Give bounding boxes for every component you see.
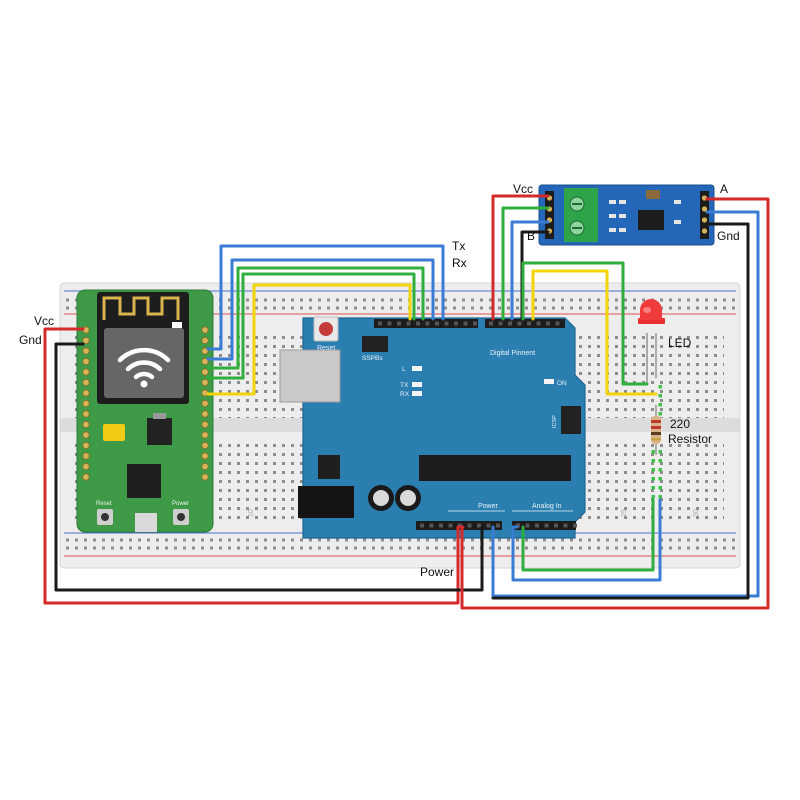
- esp-left-pin: [82, 347, 90, 355]
- esp-right-pin: [201, 368, 209, 376]
- arduino-dc-jack: [298, 486, 354, 518]
- rs485-blue-wire: [510, 220, 550, 321]
- 220-ohm-resistor: [651, 405, 661, 455]
- esp-left-pin: [82, 357, 90, 366]
- esp-left-pin: [82, 431, 90, 439]
- rs485-vcc-wire: [491, 194, 550, 321]
- rs485-green-wire: [501, 206, 550, 321]
- led-green-wire: [521, 261, 649, 386]
- rs485-chip: [638, 210, 664, 230]
- b-module-label: B: [527, 229, 535, 243]
- rs485-right-blue-wire: [491, 210, 760, 598]
- esp-power-label: Power: [172, 501, 189, 507]
- breadboard-active-holes: [651, 385, 662, 499]
- gnd-left-label: Gnd: [19, 333, 42, 347]
- esp-green-wire-1: [206, 266, 425, 370]
- vcc-wire-left: [43, 327, 465, 605]
- esp-right-pin: [201, 420, 209, 429]
- esp-left-pin: [82, 410, 90, 418]
- arduino-uno-board: Reset SSPBs Digital Pinnent Power Analog…: [279, 316, 586, 539]
- a-module-label: A: [720, 182, 728, 196]
- esp-to-arduino-rx-wire: [206, 258, 435, 361]
- esp-regulator: [147, 418, 172, 445]
- power-label: Power: [420, 565, 454, 579]
- rx-label: Rx: [452, 256, 467, 270]
- arduino-reset-label: Reset: [317, 345, 335, 352]
- esp-left-pin: [82, 462, 90, 471]
- icsp-header: [561, 406, 581, 434]
- esp-capacitor: [103, 424, 125, 441]
- esp-left-pin: [82, 399, 90, 408]
- esp-pin-headers: [82, 326, 209, 481]
- atmega-chip: [419, 455, 571, 481]
- power-header-label: Power: [478, 503, 499, 510]
- sspbs-header: [362, 336, 388, 352]
- analog-header-label: Analog In: [532, 503, 562, 510]
- rs485-a-wire: [460, 197, 770, 610]
- rs485-right-pin: [701, 217, 708, 223]
- rs485-gnd-wire: [491, 222, 750, 600]
- esp-right-pin: [201, 378, 209, 387]
- arduino-analog-header: [512, 521, 576, 530]
- esp-right-pin: [201, 452, 209, 460]
- rs485-module: [538, 184, 715, 246]
- esp-right-pin: [201, 473, 209, 481]
- esp-left-pin: [82, 368, 90, 376]
- led-yellow-wire: [531, 269, 658, 396]
- esp-right-pin: [201, 326, 209, 334]
- esp-left-pin: [82, 378, 90, 387]
- rs485-right-pin: [701, 228, 708, 234]
- wifi-icon: [117, 347, 171, 388]
- rx-led-label: RX: [400, 391, 410, 398]
- tx-led-label: TX: [400, 382, 409, 389]
- vcc-left-label: Vcc: [34, 314, 54, 328]
- arduino-regulator: [318, 455, 340, 479]
- digital-header-label: Digital Pinnent: [490, 350, 535, 357]
- sspbs-label: SSPBs: [362, 355, 383, 362]
- tx-label: Tx: [452, 239, 465, 253]
- esp-left-pin: [82, 420, 90, 429]
- red-led: [638, 299, 665, 384]
- breadboard-column-30: 30: [693, 509, 700, 517]
- arduino-top-header-right: [485, 319, 565, 328]
- esp-left-pin: [82, 452, 90, 460]
- esp-left-pin: [82, 473, 90, 481]
- esp-right-pin: [201, 462, 209, 471]
- esp-left-pin: [82, 441, 90, 450]
- arduino-usb-port: [279, 349, 341, 403]
- esp-right-pin: [201, 441, 209, 450]
- breadboard-column-10: 10: [248, 509, 255, 517]
- led-label: LED: [668, 336, 692, 350]
- annotations: Vcc Gnd Tx Rx Vcc B A Gnd LED 220 Resist…: [19, 182, 740, 579]
- breadboard-column-25: 25: [621, 509, 628, 517]
- analog-blue-wire: [511, 498, 662, 582]
- esp-to-arduino-tx-wire: [206, 244, 445, 351]
- gnd-module-label: Gnd: [717, 229, 740, 243]
- icsp-label: ICSP: [552, 415, 558, 428]
- wires: [43, 194, 770, 610]
- esp8266-board: Reset Power: [76, 289, 214, 533]
- esp-green-wire-2: [206, 272, 416, 380]
- on-led-label: ON: [557, 380, 567, 387]
- esp-right-pin: [201, 431, 209, 439]
- vcc-module-label: Vcc: [513, 182, 533, 196]
- resistor-value-label: 220: [670, 417, 690, 431]
- analog-green-wire: [521, 498, 655, 572]
- esp-right-pin: [201, 336, 209, 345]
- esp-right-pin: [201, 410, 209, 418]
- gnd-wire-left: [54, 342, 484, 592]
- esp-micro-usb: [135, 513, 157, 532]
- esp-right-pin: [201, 399, 209, 408]
- esp-usb-chip: [127, 464, 161, 498]
- esp-left-pin: [82, 336, 90, 345]
- resistor-label: Resistor: [668, 432, 712, 446]
- esp-right-pin: [201, 357, 209, 366]
- led-l-label: L: [402, 366, 406, 373]
- esp-left-pin: [82, 389, 90, 397]
- rs485-right-pin: [701, 206, 708, 212]
- esp-reset-label: Reset: [96, 501, 112, 507]
- esp-yellow-wire: [206, 283, 412, 396]
